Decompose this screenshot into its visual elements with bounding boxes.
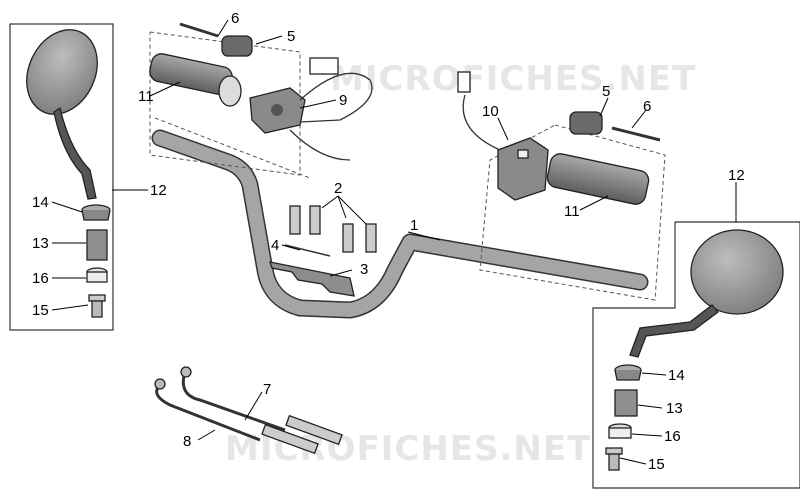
callout-15-left: 15 xyxy=(32,302,49,319)
leader-lines xyxy=(51,19,737,465)
callout-6-right: 6 xyxy=(643,98,651,115)
left-mirror-box xyxy=(9,23,114,331)
callout-16-right: 16 xyxy=(664,428,681,445)
right-connector xyxy=(457,71,471,93)
left-switch-wire xyxy=(299,72,373,123)
throttle-cables xyxy=(154,366,343,455)
left-nut-16 xyxy=(86,267,108,283)
callout-11-left: 11 xyxy=(138,88,154,105)
callout-7: 7 xyxy=(263,381,271,398)
callout-12-right: 12 xyxy=(728,167,745,184)
callout-6-left: 6 xyxy=(231,10,239,27)
callout-14-right: 14 xyxy=(668,367,685,384)
callout-8: 8 xyxy=(183,433,191,450)
callout-4: 4 xyxy=(271,237,279,254)
callout-1: 1 xyxy=(410,217,418,234)
callout-11-right: 11 xyxy=(564,203,580,220)
callout-10: 10 xyxy=(482,103,499,120)
callout-9: 9 xyxy=(339,92,347,109)
left-spacer-13 xyxy=(86,229,108,261)
left-connector xyxy=(309,57,339,75)
right-switch-housing xyxy=(497,137,549,201)
callout-13-left: 13 xyxy=(32,235,49,252)
right-spacer-13 xyxy=(614,389,638,417)
left-switch-housing xyxy=(249,87,306,134)
watermark-top: MICROFICHES.NET xyxy=(330,59,696,99)
callout-13-right: 13 xyxy=(666,400,683,417)
right-bar-end xyxy=(569,111,603,135)
left-grip xyxy=(149,53,242,107)
left-rubber-cap xyxy=(81,204,111,221)
left-bar-end-screw xyxy=(179,22,219,38)
left-mirror xyxy=(26,29,98,200)
clamp-bolts xyxy=(289,205,377,253)
right-mirror-box xyxy=(592,221,800,489)
left-bar-end xyxy=(221,35,253,57)
handlebar-clamp xyxy=(269,261,355,297)
clip xyxy=(284,244,331,257)
right-grip xyxy=(546,153,650,205)
right-bar-end-screw xyxy=(611,126,661,142)
callout-12-left: 12 xyxy=(150,182,167,199)
right-rubber-cap xyxy=(614,364,642,381)
callout-5-right: 5 xyxy=(602,83,610,100)
right-mirror xyxy=(629,229,784,358)
left-switch-wire-2 xyxy=(289,129,351,161)
callout-3: 3 xyxy=(360,261,368,278)
callout-15-right: 15 xyxy=(648,456,665,473)
right-bolt-15 xyxy=(605,447,623,471)
callout-5-left: 5 xyxy=(287,28,295,45)
right-nut-16 xyxy=(608,423,632,439)
callout-14-left: 14 xyxy=(32,194,49,211)
right-switch-wire xyxy=(462,94,501,151)
callout-16-left: 16 xyxy=(32,270,49,287)
callout-2: 2 xyxy=(334,180,342,197)
handlebar xyxy=(153,131,647,317)
left-bolt-15 xyxy=(88,294,106,318)
